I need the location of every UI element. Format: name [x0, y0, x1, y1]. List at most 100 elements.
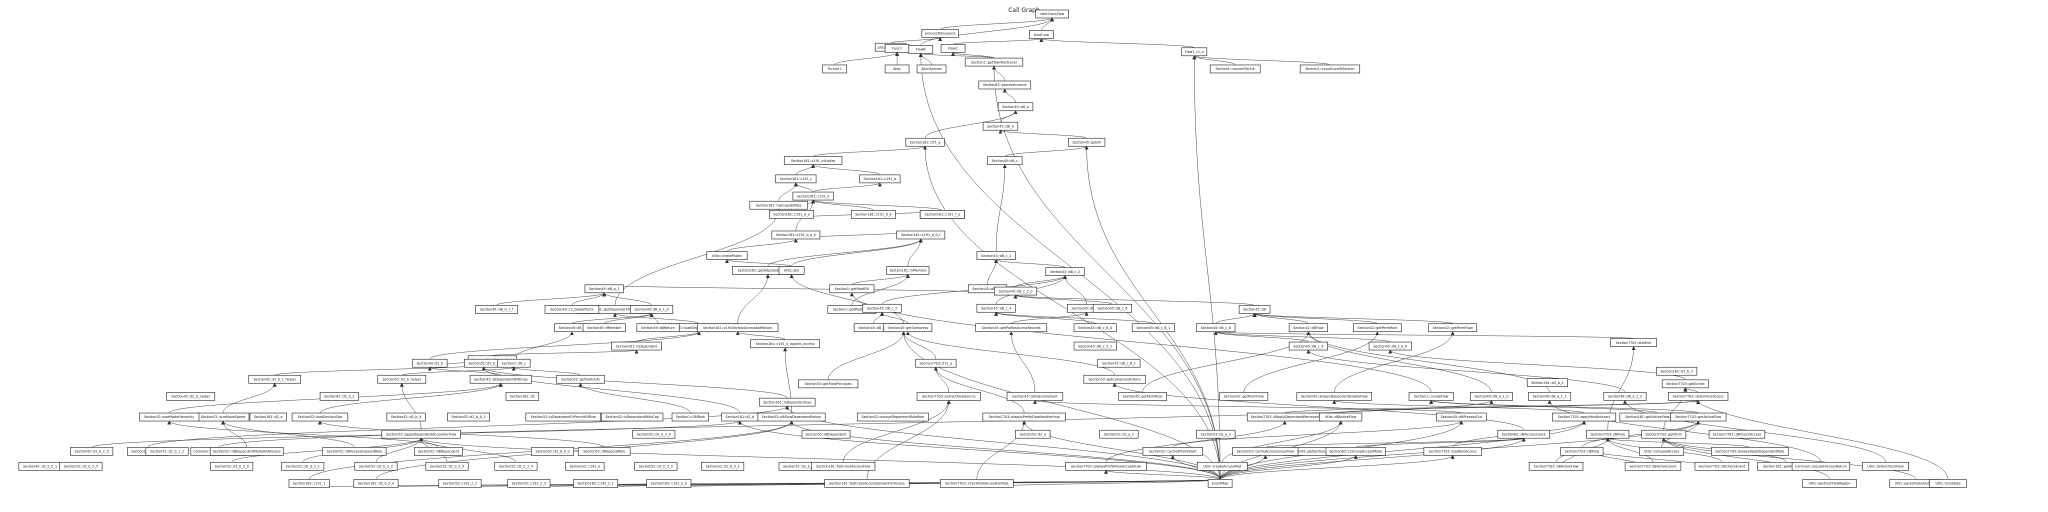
graph-node[interactable]: Section162::c192_2_1: [573, 479, 619, 488]
graph-node[interactable]: Section52::d2_b_2_1: [281, 461, 325, 471]
graph-node[interactable]: Section161::c191_d_a: [769, 210, 815, 219]
graph-node[interactable]: Section161::hasCapabilities: [749, 200, 808, 210]
graph-node[interactable]: EventMap: [1207, 479, 1233, 488]
graph-node[interactable]: Section45::getCompress: [883, 323, 933, 333]
graph-node[interactable]: Section7703::alwaysPrefixFlowAccessAuto: [1065, 461, 1147, 471]
graph-node[interactable]: Section52::d2_b_2_4: [494, 461, 538, 471]
graph-node[interactable]: Section52::d2_b_3_0: [632, 429, 676, 439]
graph-node[interactable]: Section52::d2_b_0_0: [531, 447, 575, 456]
graph-node[interactable]: Section161::d2_a: [249, 412, 287, 422]
graph-node[interactable]: Section45::d8_c_6: [1092, 303, 1133, 313]
graph-node[interactable]: Section49::d8_a_1_0: [1469, 392, 1513, 401]
graph-node[interactable]: Section52::d8SpecialRole: [577, 447, 631, 456]
graph-node[interactable]: Section49::d2_b: [412, 358, 448, 368]
graph-node[interactable]: Section49::c2_baseEffects: [544, 305, 600, 314]
graph-node[interactable]: Section52::c192_2_2: [438, 479, 482, 488]
graph-node[interactable]: Section52::d2_b_2_0: [210, 461, 254, 471]
graph-node[interactable]: Section42::d2_b_2: [319, 392, 359, 401]
graph-node[interactable]: Section53::getCompressActions: [1083, 374, 1146, 384]
graph-node[interactable]: Section161::c191_d: [792, 191, 834, 201]
graph-node[interactable]: Section49::d8_a_1: [584, 284, 624, 294]
graph-node[interactable]: Section42::getPermRule: [1352, 323, 1402, 333]
graph-node[interactable]: Section45::d8_c_3: [862, 303, 902, 313]
graph-node[interactable]: Section161::d71_a: [905, 137, 945, 147]
graph-node[interactable]: Section161::fedCrossAccessFlow: [811, 461, 876, 471]
graph-node[interactable]: Section63::d8AccessCount: [1497, 429, 1551, 439]
graph-node[interactable]: Section7703::d8CheckEvent: [1694, 461, 1750, 471]
graph-node[interactable]: Section45::d8_c_9_0: [1368, 341, 1412, 351]
graph-node[interactable]: Section45::d8_c_1: [976, 251, 1016, 260]
graph-node[interactable]: Func1: [884, 44, 910, 53]
graph-node[interactable]: Section42::d2_b_helper: [166, 392, 216, 401]
graph-node[interactable]: Section42::getPermFlow: [1219, 392, 1269, 401]
graph-node[interactable]: Section52::applyDependentAccessForFlow: [381, 429, 461, 439]
graph-node[interactable]: Section1::getTaskAlertLevel: [964, 57, 1024, 67]
graph-node[interactable]: Section63::processIncome: [978, 80, 1032, 90]
graph-node[interactable]: Section45::d8_c_2: [1045, 267, 1085, 276]
graph-node[interactable]: Section7703::determineAccess: [1668, 392, 1729, 401]
graph-node[interactable]: Section7703::extractFlowSource: [916, 392, 981, 401]
graph-node[interactable]: Section52::d2_a: [1015, 429, 1051, 439]
graph-node[interactable]: Section45::isRuleCompliant: [1006, 392, 1064, 401]
graph-node[interactable]: Section52::d8DependentModeAndAccess: [209, 447, 284, 456]
graph-node[interactable]: Section49::ifMember: [582, 323, 626, 333]
graph-node[interactable]: Common::requestAccessReturn: [1791, 461, 1851, 471]
graph-node[interactable]: Section1::countCoreToSection: [1299, 64, 1361, 74]
graph-node[interactable]: Section52::c192_2_3: [507, 479, 551, 488]
graph-node[interactable]: Section53::getFlowPrincipals: [798, 379, 859, 389]
graph-node[interactable]: Section7703::d8Flow: [1586, 429, 1630, 439]
graph-node[interactable]: Section7703::d8CheckAccess: [1708, 429, 1766, 439]
graph-node[interactable]: Section42::getPermFlow: [1428, 323, 1478, 333]
graph-node[interactable]: Section52::d2_b_3_2: [634, 461, 678, 471]
graph-node[interactable]: Section49::d8_b_1_f: [475, 305, 519, 314]
graph-node[interactable]: Section52::getSwitchAt: [556, 374, 605, 384]
graph-node[interactable]: startCrossFlow: [1035, 9, 1069, 19]
graph-node[interactable]: Section1::createFlow: [1408, 392, 1454, 401]
graph-node[interactable]: Section52::c192_a: [565, 461, 605, 471]
graph-node[interactable]: Section7703::applyHostInteract: [1552, 412, 1617, 422]
graph-node[interactable]: Section45::d8: [1238, 305, 1271, 314]
graph-node[interactable]: Utils::iconState: [1929, 479, 1967, 488]
graph-node[interactable]: Section7703::alwaysPrefixFlowHandlerImpl: [982, 412, 1066, 422]
graph-node[interactable]: Section49::d8_a_1_1: [1528, 392, 1572, 401]
graph-node[interactable]: Section7703::alwaysApplyDependentRole: [1711, 447, 1789, 456]
graph-node[interactable]: Section53::d8Dependent: [801, 429, 851, 439]
graph-node[interactable]: Section161::d2_b_2: [1526, 378, 1568, 387]
graph-node[interactable]: Section7703::getSched: [1661, 379, 1709, 389]
graph-node[interactable]: Section52::cachedPrefixStart: [1142, 447, 1203, 456]
graph-node[interactable]: Section7703::getPerm: [1641, 429, 1687, 439]
graph-node[interactable]: Section1::DMRole: [671, 412, 709, 422]
graph-node[interactable]: Section45::d8_c_4: [976, 303, 1016, 313]
graph-node[interactable]: Section63::c2GroupAccessMode: [1325, 447, 1386, 456]
graph-node[interactable]: Section161::c191_b: [859, 174, 901, 184]
graph-node[interactable]: Section49::d8Return: [636, 323, 680, 333]
graph-node[interactable]: Section45::d8_c_5_1: [1073, 341, 1117, 351]
graph-node[interactable]: Section161::isDependentCap: [759, 397, 816, 407]
graph-node[interactable]: Utils::abs: [778, 266, 805, 275]
graph-node[interactable]: Section161::c191_d_a_0: [771, 230, 821, 240]
graph-node[interactable]: Section162::c192_1: [288, 479, 330, 488]
graph-node[interactable]: Section52::loadSectionSize: [291, 412, 349, 422]
graph-node[interactable]: Section1::getRootFl0: [829, 284, 875, 294]
graph-node[interactable]: Section45::d8ProcessOut: [1435, 412, 1487, 422]
graph-node[interactable]: FlowC: [940, 44, 966, 53]
graph-node[interactable]: Section161::d2_b_3: [1656, 366, 1698, 376]
graph-node[interactable]: AllocSpecies: [916, 64, 947, 74]
graph-node[interactable]: Section49::d8_b_1_0: [630, 305, 674, 314]
graph-node[interactable]: Section162::c192_2_0: [646, 479, 692, 488]
graph-node[interactable]: Section42::d2_b_1_helper: [248, 374, 301, 384]
graph-node[interactable]: Utils::compareAccess: [1639, 447, 1685, 456]
graph-node[interactable]: Section45::d8_a: [997, 102, 1034, 112]
graph-node[interactable]: Section7703::ifApplyDependentRemoved: [1246, 412, 1323, 422]
graph-node[interactable]: Section7703::d71_a: [915, 358, 957, 368]
graph-node[interactable]: Section45::d8_b: [982, 121, 1019, 131]
graph-node[interactable]: Section42::d2_b_4: [386, 412, 426, 422]
graph-node[interactable]: Section42::d2_b_1_0: [70, 447, 114, 456]
graph-node[interactable]: Section45::getd4: [1067, 137, 1106, 147]
graph-node[interactable]: Section45::getPermRule: [1118, 392, 1167, 401]
graph-node[interactable]: Section42::d8Flow: [1288, 323, 1328, 333]
graph-node[interactable]: Thread 1: [822, 64, 847, 74]
graph-node[interactable]: Section161::c191_d_0_f: [896, 230, 946, 240]
graph-node[interactable]: Section45::d8_c_9: [1288, 341, 1328, 351]
graph-node[interactable]: FlowB: [908, 45, 934, 54]
